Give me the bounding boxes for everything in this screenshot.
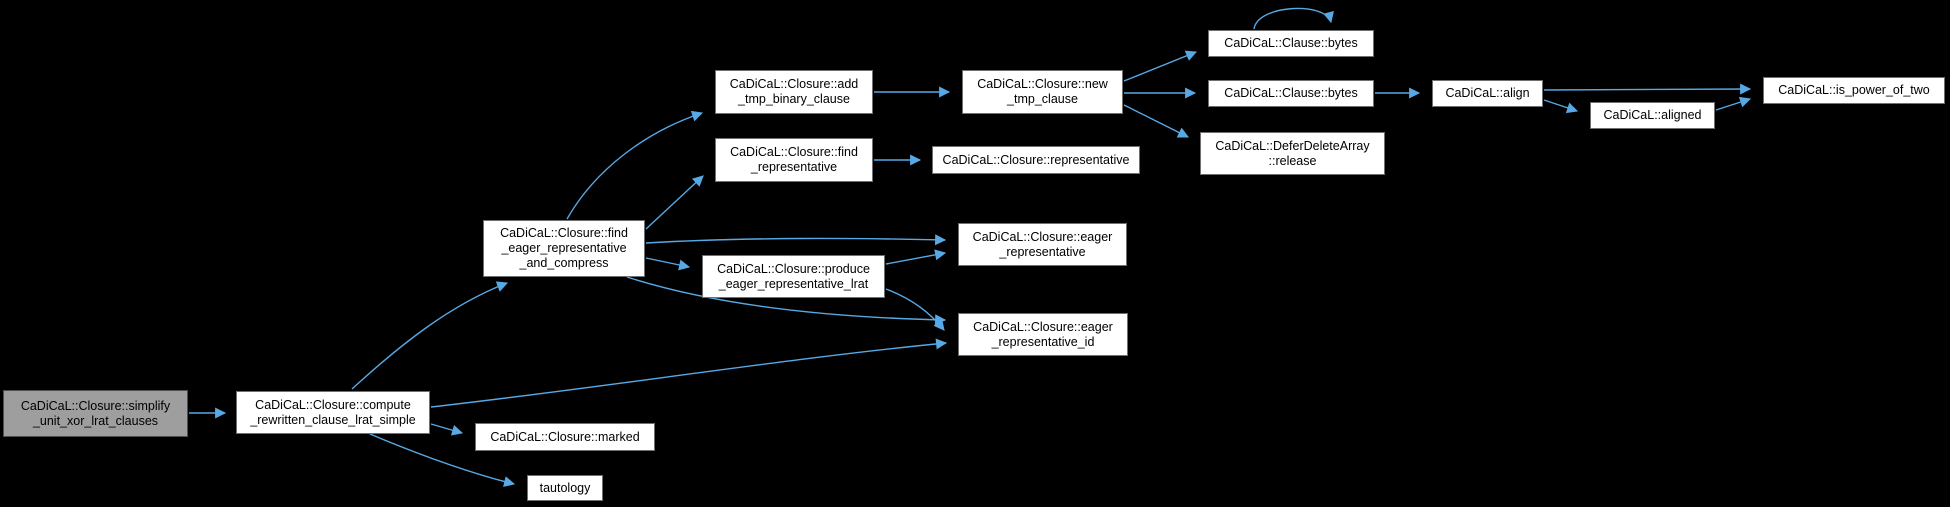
node-clause-bytes-recursive[interactable]: CaDiCaL::Clause::bytes	[1208, 30, 1374, 57]
node-align[interactable]: CaDiCaL::align	[1432, 80, 1543, 107]
edge-find-eager-to-eager-rep	[645, 234, 947, 246]
node-simplify-unit-xor-lrat-clauses: CaDiCaL::Closure::simplify _unit_xor_lra…	[3, 390, 188, 437]
edge-find-eager-to-eager-rep-id	[626, 276, 947, 326]
edge-align-to-is-power-of-two	[1543, 83, 1752, 95]
edge-find-eager-to-produce	[645, 257, 691, 271]
node-clause-bytes[interactable]: CaDiCaL::Clause::bytes	[1208, 80, 1374, 107]
node-compute-rewritten-clause-lrat-simple[interactable]: CaDiCaL::Closure::compute _rewritten_cla…	[236, 391, 430, 434]
node-new-tmp-clause[interactable]: CaDiCaL::Closure::new _tmp_clause	[962, 70, 1123, 114]
node-is-power-of-two[interactable]: CaDiCaL::is_power_of_two	[1763, 77, 1945, 104]
edge-produce-to-eager-rep	[885, 249, 947, 265]
edge-find-eager-to-add-tmp	[566, 110, 704, 220]
edge-compute-to-eager-rep-id	[430, 338, 948, 408]
edge-compute-to-marked	[430, 423, 464, 436]
edge-new-tmp-to-release	[1123, 104, 1189, 138]
node-tautology[interactable]: tautology	[527, 475, 603, 501]
node-eager-representative[interactable]: CaDiCaL::Closure::eager _representative	[958, 223, 1127, 266]
node-produce-eager-representative-lrat[interactable]: CaDiCaL::Closure::produce _eager_represe…	[702, 255, 885, 298]
node-marked[interactable]: CaDiCaL::Closure::marked	[475, 423, 655, 451]
edge-produce-to-eager-rep-id	[885, 288, 945, 331]
edge-find-eager-to-find-rep	[645, 175, 704, 230]
node-eager-representative-id[interactable]: CaDiCaL::Closure::eager _representative_…	[958, 313, 1128, 356]
edge-compute-to-tautology	[369, 433, 516, 487]
edge-align-to-aligned	[1543, 99, 1579, 114]
node-aligned[interactable]: CaDiCaL::aligned	[1590, 102, 1715, 129]
node-representative[interactable]: CaDiCaL::Closure::representative	[932, 146, 1140, 174]
node-defer-delete-array-release[interactable]: CaDiCaL::DeferDeleteArray ::release	[1200, 132, 1385, 175]
node-find-representative[interactable]: CaDiCaL::Closure::find _representative	[715, 138, 873, 182]
edge-bytes-self-loop	[1253, 7, 1334, 30]
node-add-tmp-binary-clause[interactable]: CaDiCaL::Closure::add _tmp_binary_clause	[715, 70, 873, 114]
edge-aligned-to-is-power-of-two	[1715, 96, 1752, 111]
node-find-eager-representative-and-compress[interactable]: CaDiCaL::Closure::find _eager_representa…	[483, 220, 645, 277]
edge-new-tmp-to-bytes-self	[1123, 50, 1198, 82]
edge-compute-to-find-eager	[351, 281, 509, 390]
